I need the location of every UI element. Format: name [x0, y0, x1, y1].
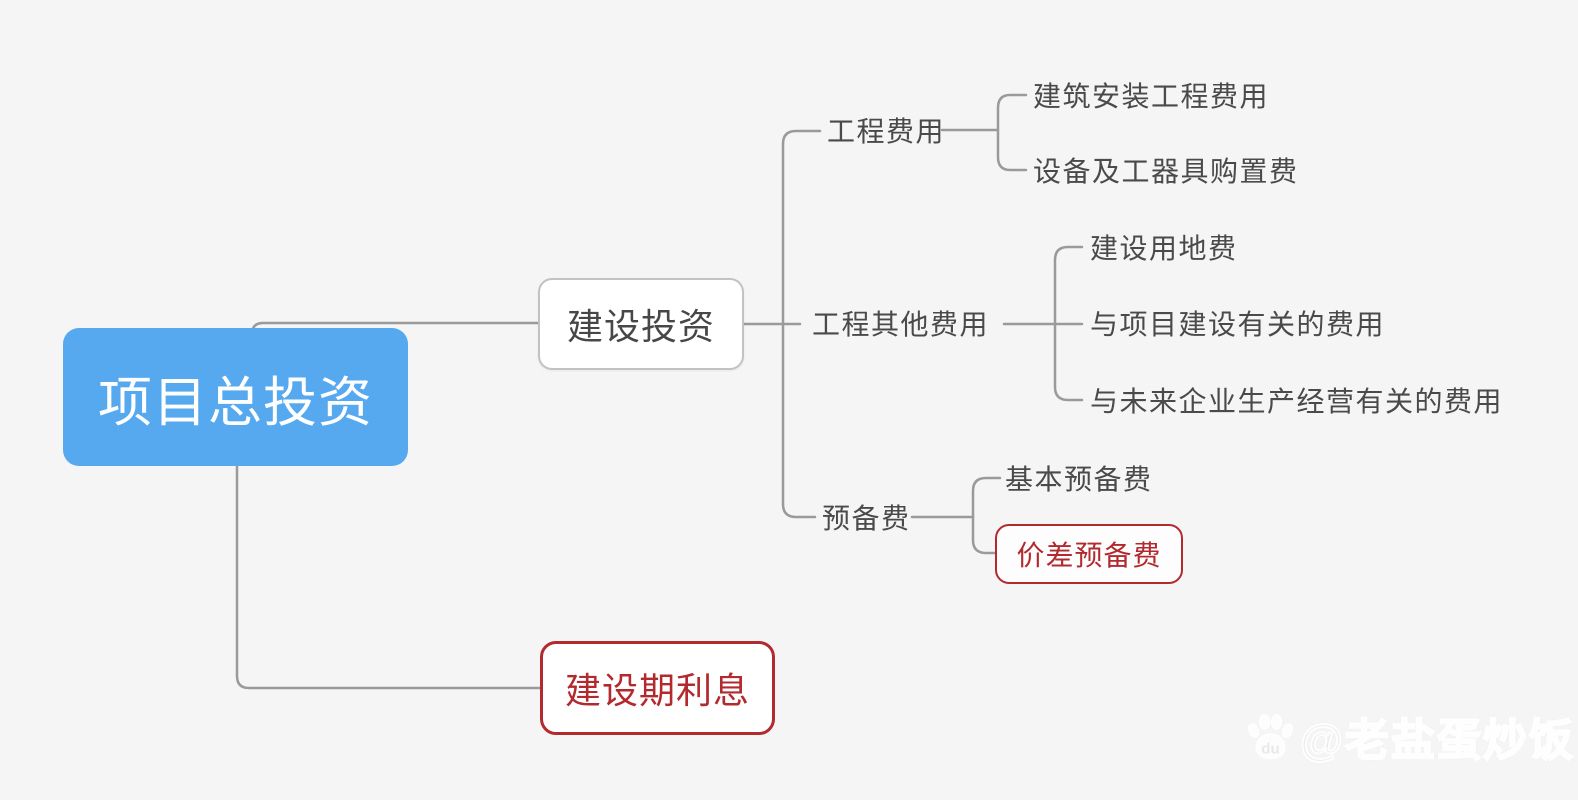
branch-other-engineering-cost: 工程其他费用 — [812, 309, 990, 340]
leaf-basic-reserve-fund: 基本预备费 — [1005, 464, 1153, 495]
watermark: du @老盐蛋炒饭 — [1244, 708, 1575, 766]
paw-icon-label: du — [1261, 740, 1280, 757]
paw-print-icon: du — [1248, 714, 1294, 760]
leaf-equipment-tools-purchase-cost: 设备及工器具购置费 — [1033, 156, 1299, 187]
branch-engineering-cost: 工程费用 — [827, 116, 946, 147]
node-price-difference-reserve-fund: 价差预备费 — [995, 524, 1183, 584]
node-construction-period-interest: 建设期利息 — [540, 641, 775, 735]
node-construction-investment: 建设投资 — [538, 278, 744, 370]
watermark-handle: @老盐蛋炒饭 — [1299, 715, 1575, 766]
leaf-future-enterprise-operation-related-cost: 与未来企业生产经营有关的费用 — [1090, 386, 1504, 417]
leaf-construction-installation-cost: 建筑安装工程费用 — [1033, 81, 1270, 112]
leaf-construction-land-cost: 建设用地费 — [1090, 233, 1238, 264]
leaf-project-construction-related-cost: 与项目建设有关的费用 — [1090, 309, 1386, 340]
branch-reserve-fund: 预备费 — [822, 503, 911, 534]
node-total-project-investment: 项目总投资 — [63, 328, 408, 466]
